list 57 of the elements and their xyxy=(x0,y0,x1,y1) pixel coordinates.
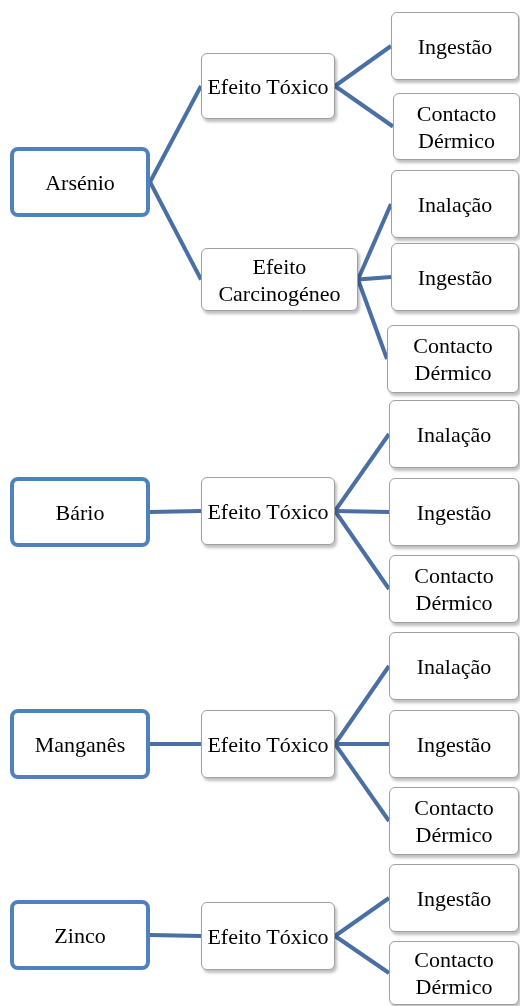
category-box xyxy=(391,170,519,238)
connector-line xyxy=(149,933,202,938)
node-label: Inalação xyxy=(416,652,492,680)
node-label: Zinco xyxy=(54,921,106,949)
element-box xyxy=(10,900,150,970)
node-label: Contacto Dérmico xyxy=(413,794,495,848)
category-box xyxy=(393,93,520,160)
node-label: Contacto Dérmico xyxy=(415,99,498,154)
node-label: Ingestão xyxy=(416,730,492,758)
category-box xyxy=(389,400,519,468)
node-label: Efeito Carcinogéneo xyxy=(217,252,342,307)
category-box xyxy=(201,248,358,311)
node-label: Ingestão xyxy=(417,32,493,60)
node-label: Efeito Tóxico xyxy=(207,497,329,525)
connector-line xyxy=(334,509,390,514)
connector-line xyxy=(356,278,389,360)
category-box xyxy=(201,710,335,778)
node-label: Arsénio xyxy=(45,168,115,196)
node-label: Inalação xyxy=(416,420,492,448)
category-box xyxy=(201,902,335,970)
element-box xyxy=(10,709,150,779)
category-box xyxy=(201,53,335,119)
node-label: Inalação xyxy=(417,190,493,218)
element-box xyxy=(10,147,150,217)
connector-line xyxy=(333,84,395,129)
category-box xyxy=(389,478,519,546)
node-label: Efeito Tóxico xyxy=(207,922,329,950)
connector-line xyxy=(333,934,391,975)
connector-line xyxy=(357,275,392,282)
category-box xyxy=(391,243,519,311)
node-label: Contacto Dérmico xyxy=(413,562,495,616)
node-label: Contacto Dérmico xyxy=(412,332,494,386)
node-label: Manganês xyxy=(34,730,126,758)
category-box xyxy=(389,632,519,700)
category-box xyxy=(389,787,519,855)
category-box xyxy=(201,477,335,545)
category-box xyxy=(389,941,519,1005)
category-box xyxy=(391,12,519,80)
node-label: Ingestão xyxy=(417,263,493,291)
connector-line xyxy=(148,181,203,281)
node-label: Bário xyxy=(55,498,105,526)
element-box xyxy=(10,477,150,547)
node-label: Efeito Tóxico xyxy=(207,730,329,758)
connector-line xyxy=(148,85,203,183)
node-label: Ingestão xyxy=(416,884,492,912)
connector-line xyxy=(149,509,202,514)
connector-line xyxy=(150,742,201,746)
connector-line xyxy=(333,896,391,938)
connector-line xyxy=(333,44,393,88)
node-label: Contacto Dérmico xyxy=(413,946,495,1000)
node-label: Efeito Tóxico xyxy=(207,72,329,100)
category-box xyxy=(389,555,519,623)
node-label: Ingestão xyxy=(416,498,492,526)
connector-line xyxy=(335,742,389,746)
category-box xyxy=(389,864,519,932)
category-box xyxy=(387,325,519,393)
category-box xyxy=(389,710,519,778)
